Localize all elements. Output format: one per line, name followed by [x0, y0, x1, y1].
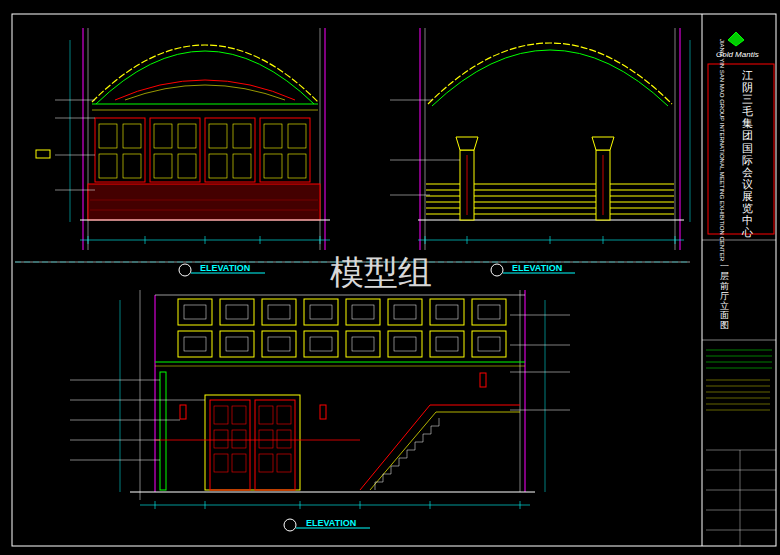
view-title: ELEVATION: [512, 263, 562, 273]
view-title: ELEVATION: [306, 518, 356, 528]
view-title: ELEVATION: [200, 263, 250, 273]
project-name-en: JIANG YIN SAN MAO GROUP INTERNATIONAL ME…: [719, 39, 725, 261]
watermark: 模型组: [330, 250, 432, 296]
project-name-cn: 江阴三毛集团国际会议展览中心: [742, 70, 753, 239]
drawing-title: 一层前厅立面图: [720, 262, 729, 331]
